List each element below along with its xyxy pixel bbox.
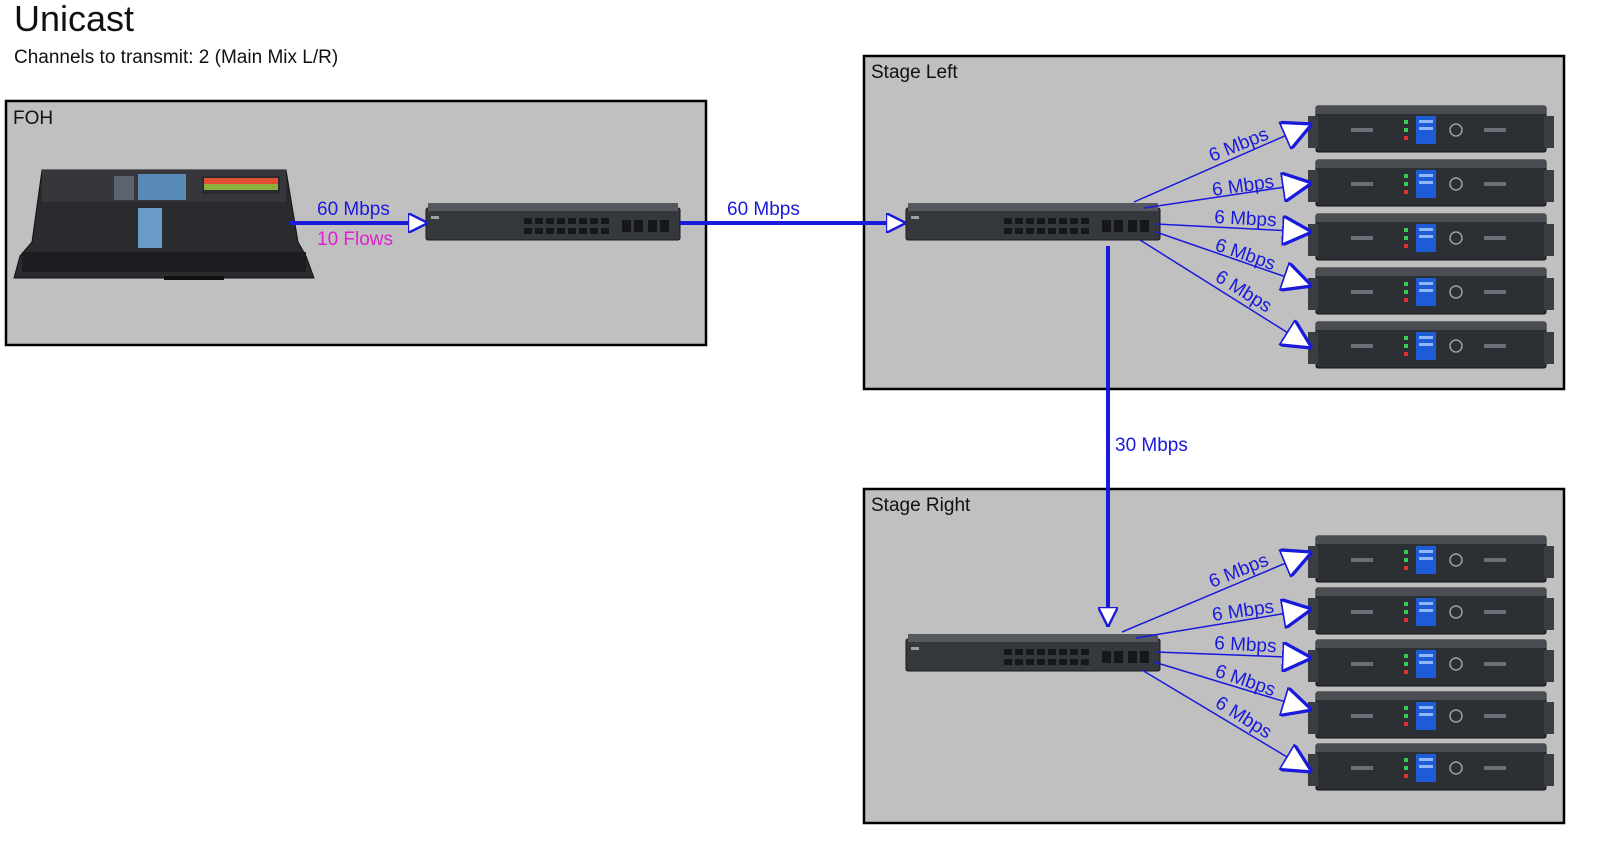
sl-amp-link-rate: 6 Mbps (1214, 207, 1277, 231)
rack-amplifier-icon (1307, 105, 1555, 153)
rack-amplifier-icon (1307, 267, 1555, 315)
page-title: Unicast (14, 0, 134, 39)
link-sr-amp-4 (1153, 661, 1312, 710)
zone-stage-right-title: Stage Right (871, 495, 971, 516)
link-sl-amp-1 (1133, 124, 1312, 203)
rack-amplifier-icon (1307, 691, 1555, 739)
zone-stage-left-title: Stage Left (871, 62, 958, 83)
rack-amplifier-icon (1307, 213, 1555, 261)
link-sl-amp-5 (1139, 239, 1312, 348)
link-sr-amp-2 (1135, 609, 1312, 639)
link-sr-amp-5 (1141, 669, 1312, 772)
stage-left-switch-icon (905, 202, 1161, 241)
console-link-flows: 10 Flows (317, 229, 393, 250)
rack-amplifier-icon (1307, 159, 1555, 207)
link-sr-amp-1 (1121, 552, 1312, 633)
trunk-link-rate: 60 Mbps (727, 199, 800, 220)
zone-foh-title: FOH (13, 108, 53, 129)
link-sl-amp-4 (1155, 231, 1312, 286)
page-subtitle: Channels to transmit: 2 (Main Mix L/R) (14, 47, 338, 68)
stage-left-amps (1307, 105, 1555, 369)
stage-right-fanout (1121, 552, 1312, 772)
stage-right-amps (1307, 535, 1555, 791)
mixing-console-icon (13, 169, 315, 281)
console-link-rate: 60 Mbps (317, 199, 390, 220)
sr-amp-link-rate: 6 Mbps (1214, 633, 1277, 657)
rack-amplifier-icon (1307, 321, 1555, 369)
rack-amplifier-icon (1307, 743, 1555, 791)
stage-left-fanout (1133, 124, 1312, 348)
rack-amplifier-icon (1307, 535, 1555, 583)
rack-amplifier-icon (1307, 587, 1555, 635)
stage-right-switch-icon (905, 633, 1161, 672)
link-sl-amp-2 (1143, 183, 1312, 209)
stage-link-rate: 30 Mbps (1115, 435, 1188, 456)
rack-amplifier-icon (1307, 639, 1555, 687)
link-sl-amp-3 (1155, 224, 1312, 232)
foh-switch-icon (425, 202, 681, 241)
link-sr-amp-3 (1155, 652, 1312, 658)
